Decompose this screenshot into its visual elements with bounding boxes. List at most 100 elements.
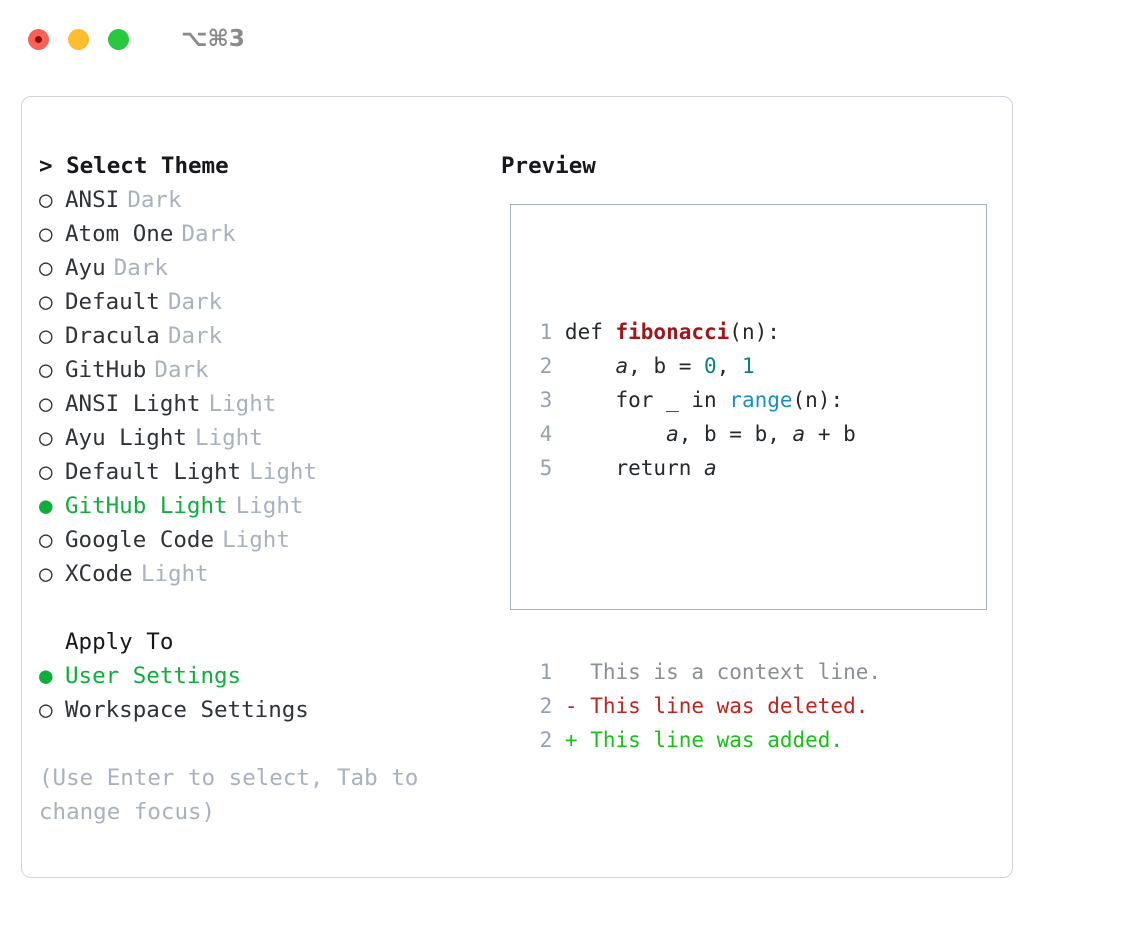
radio-unselected-icon[interactable]: ○ — [39, 289, 53, 315]
code-token-kw: return — [564, 456, 704, 480]
diff-line-text: This is a context line. — [565, 655, 881, 689]
keyboard-hint: (Use Enter to select, Tab to change focu… — [39, 765, 432, 825]
code-blank-line — [527, 553, 986, 587]
list-spacer — [39, 591, 494, 625]
apply-to-option-label: Workspace Settings — [65, 697, 309, 723]
theme-item-variant-tag: Light — [140, 561, 209, 587]
radio-unselected-icon[interactable]: ○ — [39, 697, 53, 723]
theme-item-label: Google Code — [65, 527, 215, 553]
theme-item-variant-tag: Dark — [113, 255, 168, 281]
radio-unselected-icon[interactable]: ○ — [39, 459, 53, 485]
theme-item[interactable]: ○ Atom One Dark — [39, 217, 494, 251]
theme-item[interactable]: ○ Dracula Dark — [39, 319, 494, 353]
zoom-button[interactable] — [108, 28, 129, 50]
code-line-text: return a — [564, 451, 716, 485]
code-token-plain — [565, 354, 616, 378]
theme-item-label: Atom One — [65, 221, 174, 247]
code-token-punc: , b = b, — [678, 422, 793, 446]
code-token-punc: = — [666, 354, 705, 378]
code-line-number: 4 — [539, 422, 553, 446]
diff-line-text: + This line was added. — [565, 723, 843, 757]
apply-to-option-label: User Settings — [65, 663, 242, 689]
theme-item[interactable]: ○ GitHub Dark — [39, 353, 494, 387]
apply-to-option[interactable]: ○ Workspace Settings — [39, 693, 494, 727]
code-token-punc: (n): — [792, 388, 844, 412]
code-line-text: def fibonacci(n): — [565, 315, 780, 349]
theme-item[interactable]: ○ Default Light Light — [39, 455, 494, 489]
diff-line-text: - This line was deleted. — [565, 689, 868, 723]
minimize-button[interactable] — [68, 28, 89, 50]
diff-sign — [565, 655, 578, 689]
theme-item[interactable]: ○ Ayu Light Light — [39, 421, 494, 455]
radio-selected-icon[interactable]: ● — [39, 663, 53, 689]
radio-unselected-icon[interactable]: ○ — [39, 425, 53, 451]
theme-item-label: Ayu Light — [65, 425, 187, 451]
theme-item-label: Ayu — [65, 255, 106, 281]
code-line: 3 for _ in range(n): — [527, 383, 986, 417]
theme-item[interactable]: ○ ANSI Dark — [39, 183, 494, 217]
diff-line: 1 This is a context line. — [527, 655, 986, 689]
code-token-punc: , — [716, 354, 742, 378]
radio-unselected-icon[interactable]: ○ — [39, 527, 53, 553]
radio-unselected-icon[interactable]: ○ — [39, 221, 53, 247]
diff-line: 2 + This line was added. — [527, 723, 986, 757]
radio-unselected-icon[interactable]: ○ — [39, 391, 53, 417]
code-line-text: a, b = b, a + b — [565, 417, 856, 451]
diff-sign: - — [564, 694, 578, 718]
radio-unselected-icon[interactable]: ○ — [39, 561, 53, 587]
radio-unselected-icon[interactable]: ○ — [39, 357, 53, 383]
code-token-builtin: range — [729, 388, 793, 412]
theme-item[interactable]: ○ XCode Light — [39, 557, 494, 591]
radio-unselected-icon[interactable]: ○ — [39, 187, 53, 213]
title-bar: ⌥⌘3 — [0, 0, 1140, 78]
theme-item-label: GitHub Light — [65, 493, 228, 519]
code-token-plain: b — [653, 354, 667, 378]
code-token-num: 1 — [742, 354, 755, 378]
diff-snippet: 1 This is a context line.2- This line wa… — [527, 655, 986, 757]
page-title-text: Select Theme — [66, 153, 229, 179]
preview-title: Preview — [501, 153, 596, 179]
diff-line-number: 2 — [539, 728, 553, 752]
theme-item-label: Dracula — [65, 323, 160, 349]
diff-line-number: 2 — [539, 694, 553, 718]
code-line-text: a, b = 0, 1 — [565, 349, 755, 383]
theme-item-variant-tag: Dark — [127, 187, 182, 213]
code-token-punc: , — [628, 354, 654, 378]
radio-unselected-icon[interactable]: ○ — [39, 255, 53, 281]
radio-selected-icon[interactable]: ● — [39, 493, 53, 519]
diff-text: This line was added. — [577, 728, 844, 752]
theme-item-label: XCode — [65, 561, 133, 587]
theme-item-variant-tag: Dark — [181, 221, 236, 247]
code-line-number: 3 — [539, 388, 553, 412]
prompt-caret: > — [39, 153, 67, 179]
apply-to-list[interactable]: ● User Settings ○ Workspace Settings — [39, 659, 494, 727]
code-line: 5 return a — [527, 451, 986, 485]
theme-item-label: ANSI Light — [65, 391, 201, 417]
theme-item[interactable]: ○ Ayu Dark — [39, 251, 494, 285]
code-token-punc: (n): — [729, 320, 780, 344]
theme-item-variant-tag: Light — [195, 425, 263, 451]
theme-item-variant-tag: Light — [249, 459, 317, 485]
theme-item-variant-tag: Dark — [167, 323, 223, 349]
theme-item-label: GitHub — [65, 357, 147, 383]
code-token-var: a — [615, 354, 629, 378]
radio-unselected-icon[interactable]: ○ — [39, 323, 53, 349]
theme-item-label: ANSI — [65, 187, 120, 213]
theme-item-variant-tag: Dark — [154, 357, 209, 383]
code-token-num: 0 — [704, 354, 717, 378]
close-button[interactable] — [28, 28, 49, 50]
code-line: 2 a, b = 0, 1 — [527, 349, 986, 383]
code-token-kw: for _ in — [564, 388, 730, 412]
apply-to-option[interactable]: ● User Settings — [39, 659, 494, 693]
keyboard-shortcut-label: ⌥⌘3 — [181, 25, 245, 52]
theme-item-label: Default Light — [65, 459, 242, 485]
